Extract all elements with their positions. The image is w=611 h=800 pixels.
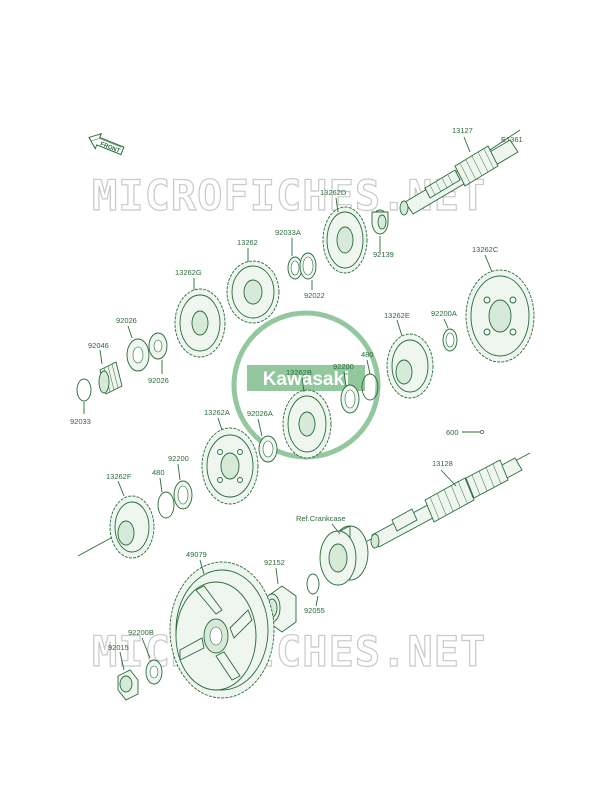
label-13262A: 13262A (204, 408, 230, 417)
gear-13262F (109, 495, 155, 559)
leader-dot-600 (480, 430, 484, 434)
washer-92200-upper (340, 384, 360, 414)
gear-13262E (386, 333, 434, 399)
label-92152: 92152 (264, 558, 285, 567)
label-13262C: 13262C (472, 245, 499, 254)
label-13262G: 13262G (175, 268, 202, 277)
gear-13262D (322, 206, 368, 274)
washer-92200-lower (173, 480, 193, 510)
washer-92200A (442, 328, 458, 352)
label-92033: 92033 (70, 417, 91, 426)
label-92046: 92046 (88, 341, 109, 350)
washer-92026-lower (148, 332, 168, 360)
circlip-92033 (76, 378, 92, 402)
washer-480-lower (157, 491, 175, 519)
label-92200-upper: 92200 (333, 362, 354, 371)
label-13128: 13128 (432, 459, 453, 468)
washer-92026-upper (126, 338, 150, 372)
label-49079: 49079 (186, 550, 207, 559)
label-92022: 92022 (304, 291, 325, 300)
label-92139: 92139 (373, 250, 394, 259)
shaft-13127 (399, 129, 521, 216)
label-13262: 13262 (237, 238, 258, 247)
gear-49079 (169, 561, 275, 699)
front-arrow-icon: FRONT (88, 132, 125, 156)
label-600: 600 (446, 428, 459, 437)
label-ref-crankcase: Ref.Crankcase (296, 514, 346, 523)
label-480-lower: 480 (152, 468, 165, 477)
label-13262E: 13262E (384, 311, 410, 320)
gear-13262C (465, 269, 535, 363)
bearing-ref-crankcase (319, 525, 369, 586)
shaft-13128 (359, 452, 531, 549)
diagram-code: E1361 (501, 135, 523, 144)
label-480-upper: 480 (361, 350, 374, 359)
gear-13262G (174, 288, 226, 358)
leader-lines (83, 136, 493, 671)
label-13262F: 13262F (106, 472, 132, 481)
gear-13262B (282, 389, 332, 459)
gear-13262 (226, 260, 280, 324)
logo-text: Kawasaki (263, 369, 350, 390)
washer-92033A (287, 256, 303, 280)
label-92015: 92015 (108, 643, 129, 652)
washer-92200B (145, 659, 163, 685)
label-13262B: 13262B (286, 368, 312, 377)
collar-92139 (371, 209, 389, 235)
bearing-92046 (98, 361, 123, 395)
part-labels: 13127 13262D 92033A 13262 92139 92022 13… (70, 126, 499, 652)
gear-13262A (201, 427, 259, 505)
label-13262D: 13262D (320, 188, 347, 197)
label-92026-b: 92026 (148, 376, 169, 385)
label-92055: 92055 (304, 606, 325, 615)
label-92200B: 92200B (128, 628, 154, 637)
label-92026-a: 92026 (116, 316, 137, 325)
label-92200-lower: 92200 (168, 454, 189, 463)
label-92200A: 92200A (431, 309, 457, 318)
nut-92015 (117, 669, 139, 701)
label-92033A: 92033A (275, 228, 301, 237)
label-92026A: 92026A (247, 409, 273, 418)
label-13127: 13127 (452, 126, 473, 135)
washer-92022 (299, 252, 317, 280)
washer-92026A (258, 435, 278, 463)
oring-92055 (306, 573, 320, 595)
